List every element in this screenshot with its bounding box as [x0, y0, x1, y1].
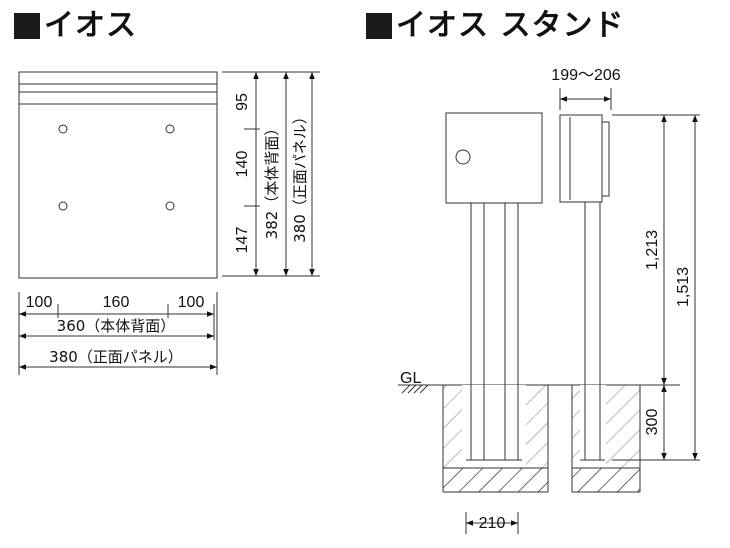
- dim-160: 160: [103, 294, 130, 311]
- title-square-icon: [366, 13, 392, 39]
- title-square-icon: [14, 13, 40, 39]
- ground-level-label: GL: [400, 370, 421, 387]
- dim-95: 95: [234, 93, 251, 111]
- mount-hole-icon: [165, 201, 175, 211]
- title-ios-text: イオス: [44, 8, 137, 43]
- ios-body-outline: [18, 71, 218, 279]
- mount-hole-icon: [58, 201, 68, 211]
- ios-horizontal-dimensions: [18, 292, 218, 375]
- ios-front-view: [18, 71, 218, 279]
- stand-dimensions: [465, 88, 700, 534]
- dim-210: 210: [479, 515, 506, 532]
- title-ios: イオス: [14, 6, 137, 46]
- dim-360-body-back: 360（本体背面）: [57, 317, 176, 335]
- dim-1213: 1,213: [644, 230, 661, 270]
- dim-300: 300: [644, 409, 661, 436]
- dim-1513: 1,513: [675, 267, 692, 307]
- dim-199-206: 199～206: [551, 67, 620, 84]
- mount-hole-icon: [165, 124, 175, 134]
- ios-vertical-dimensions: [222, 71, 320, 277]
- dim-140: 140: [234, 151, 251, 178]
- dim-380-front-panel-horizontal: 380（正面パネル）: [49, 348, 183, 366]
- stand-side-view: [559, 114, 610, 461]
- dim-380-front-panel-vertical: 380（正面パネル）: [291, 109, 309, 243]
- dim-100-left: 100: [26, 294, 53, 311]
- dim-382-body-back: 382（本体背面）: [263, 121, 281, 240]
- dim-147: 147: [234, 227, 251, 254]
- dim-100-right: 100: [178, 294, 205, 311]
- stand-mailbox-front: [445, 112, 543, 204]
- keyhole-icon: [455, 149, 471, 165]
- mount-hole-icon: [58, 124, 68, 134]
- stand-mailbox-side: [559, 114, 603, 203]
- title-ios-stand-text: イオス スタンド: [396, 8, 625, 43]
- ground-and-foundation: [398, 384, 680, 493]
- title-ios-stand: イオス スタンド: [366, 6, 624, 46]
